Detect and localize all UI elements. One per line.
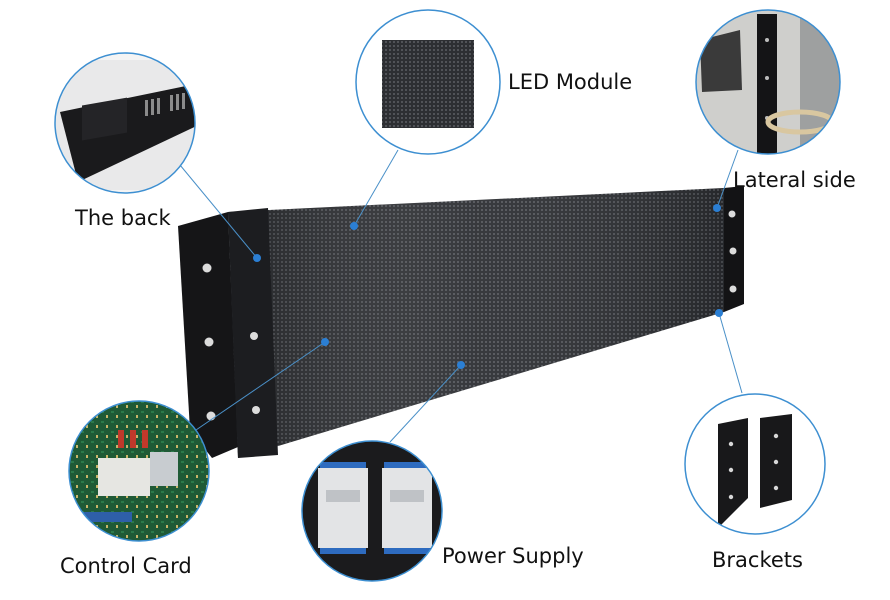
- leader-lines: [179, 149, 743, 443]
- led-cabinet: [178, 186, 744, 458]
- callout-brackets: [684, 393, 826, 535]
- label-lateral-side: Lateral side: [733, 168, 856, 192]
- callout-control-card: [68, 400, 210, 542]
- callout-led-module: [355, 9, 501, 155]
- left-bracket: [178, 212, 238, 458]
- callout-the-back: [54, 52, 196, 194]
- marker-dots: [253, 204, 723, 369]
- label-power-supply: Power Supply: [442, 544, 584, 568]
- label-led-module: LED Module: [508, 70, 633, 94]
- label-brackets: Brackets: [712, 548, 803, 572]
- callout-power-supply: [301, 440, 443, 582]
- label-the-back: The back: [75, 206, 171, 230]
- label-control-card: Control Card: [60, 554, 192, 578]
- callout-lateral-side: [695, 9, 841, 155]
